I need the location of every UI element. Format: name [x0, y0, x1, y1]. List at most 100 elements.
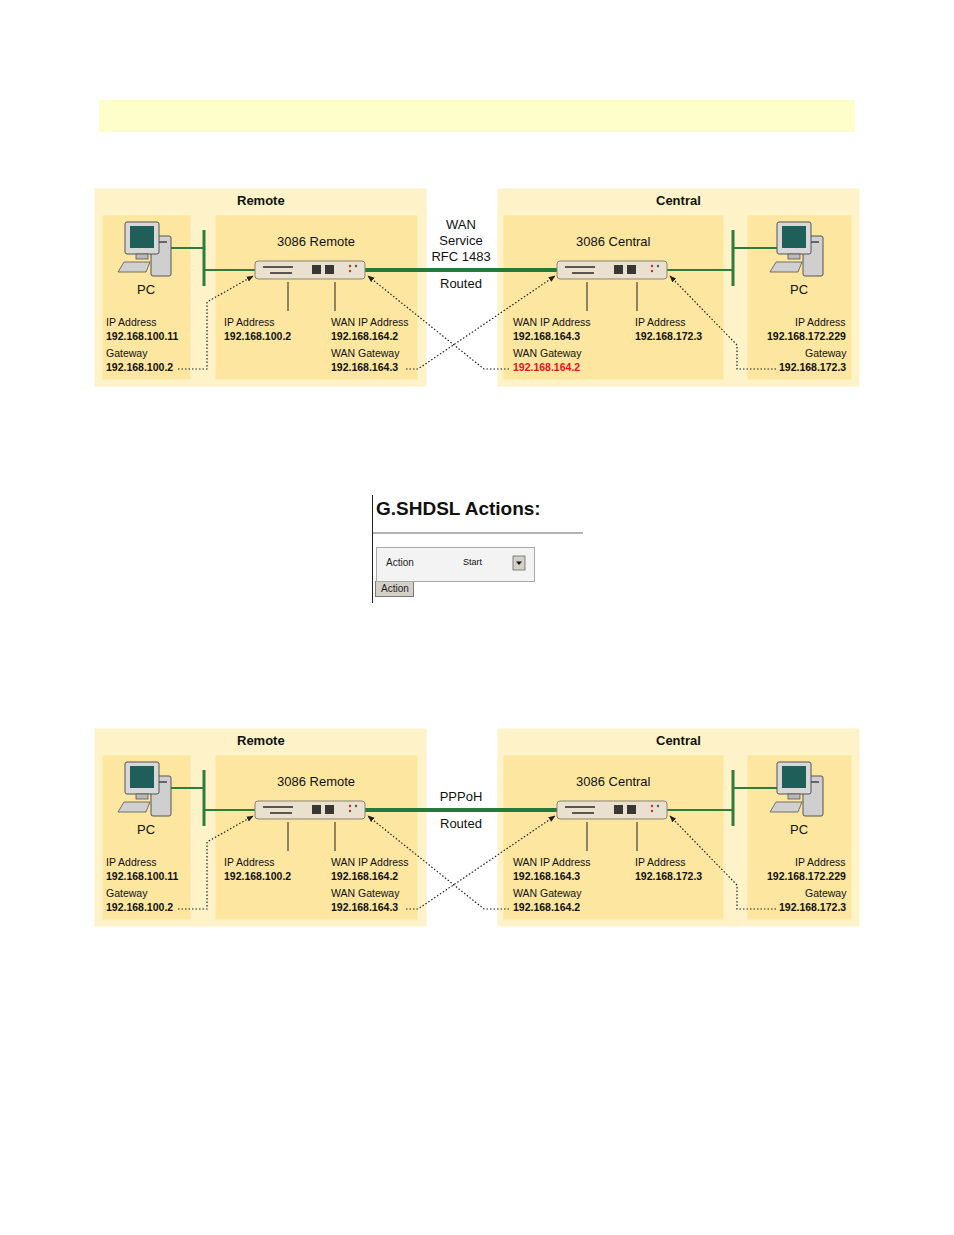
form-group	[377, 548, 535, 582]
pc-box: PCIP Address192.168.172.229Gateway192.16…	[747, 215, 852, 380]
link-label: PPPoH	[428, 789, 494, 805]
box-text: IP Address	[106, 316, 157, 329]
box-text: 192.168.172.3	[635, 870, 702, 883]
box-text: WAN IP Address	[331, 856, 409, 869]
box-fill	[504, 216, 724, 380]
wan-link	[418, 808, 503, 812]
box-title: G.SHDSL Actions:	[376, 497, 541, 520]
wan-wire	[502, 268, 557, 272]
box-text: Action	[386, 557, 414, 569]
box-text: WAN Gateway	[331, 887, 399, 900]
link-mode-label: Routed	[440, 816, 482, 832]
box-text: 192.168.164.2	[513, 901, 580, 914]
pc-box: PCIP Address192.168.172.229Gateway192.16…	[747, 755, 852, 920]
box-fill	[373, 496, 583, 603]
site-panel: Central3086 CentralWAN IP Address192.168…	[497, 728, 860, 927]
box-title: Central	[656, 733, 701, 749]
box-text: Gateway	[106, 347, 147, 360]
router-box: 3086 Remote IP Address192.168.100.2 WAN IP…	[215, 755, 418, 920]
box-text: 192.168.164.2	[513, 361, 580, 374]
pc-box: PCIP Address192.168.100.11Gateway192.168…	[102, 215, 191, 380]
box-title: 3086 Remote	[277, 774, 355, 790]
router-port	[325, 265, 334, 274]
box-text: 192.168.172.229	[767, 870, 846, 883]
site-panel: RemotePCIP Address192.168.100.11Gateway1…	[94, 728, 427, 927]
box-text: 192.168.100.2	[106, 901, 173, 914]
router-led	[355, 265, 357, 267]
box-title: 3086 Remote	[277, 234, 355, 250]
box-text: 192.168.172.3	[779, 901, 846, 914]
box-text: IP Address	[106, 856, 157, 869]
box-text: IP Address	[795, 316, 846, 329]
box-text: Gateway	[106, 887, 147, 900]
router-body	[255, 261, 365, 279]
box-fill	[498, 189, 860, 387]
pc-keyboard	[118, 262, 150, 272]
box-fill	[103, 216, 191, 380]
pc-box: PCIP Address192.168.100.11Gateway192.168…	[102, 755, 191, 920]
box-text: Start	[463, 557, 482, 568]
box-text: WAN IP Address	[513, 316, 591, 329]
pc-icon	[118, 222, 171, 276]
box-title: PC	[137, 282, 155, 298]
box-text: WAN IP Address	[513, 856, 591, 869]
pc-icon	[770, 222, 823, 276]
box-title: Remote	[237, 193, 285, 209]
box-title: 3086 Central	[576, 234, 650, 250]
box-text: Action	[381, 583, 409, 595]
box-fill	[748, 216, 852, 380]
select-box: Start	[458, 554, 527, 572]
box-text: 192.168.164.2	[331, 870, 398, 883]
wan-wire	[365, 268, 419, 272]
box-text: IP Address	[224, 316, 275, 329]
lan-wire	[171, 247, 204, 249]
router-slot	[263, 266, 293, 268]
lan-wire	[733, 247, 777, 249]
box-fill	[216, 756, 418, 920]
leader-line	[587, 282, 588, 311]
box-text: WAN IP Address	[331, 316, 409, 329]
box-text: IP Address	[635, 316, 686, 329]
connectors	[418, 270, 503, 810]
form-overlays	[513, 556, 525, 570]
box-text: 192.168.164.3	[513, 330, 580, 343]
box-text: IP Address	[224, 856, 275, 869]
note-bar	[99, 100, 855, 132]
box-text: 192.168.172.3	[635, 330, 702, 343]
dropdown-button	[513, 556, 525, 570]
box-text: 192.168.172.229	[767, 330, 846, 343]
router-box: 3086 Remote IP Address192.168.100.2 WAN IP…	[215, 215, 418, 380]
pc-stand	[136, 254, 148, 259]
wan-link	[418, 268, 503, 272]
gateway-pointers	[178, 276, 776, 369]
link-label: WAN Service RFC 1483	[428, 217, 494, 265]
network-illustration	[118, 762, 823, 909]
site-panel: Central3086 CentralWAN IP Address192.168…	[497, 188, 860, 387]
box-text: Gateway	[805, 887, 846, 900]
box-text: 192.168.100.2	[224, 330, 291, 343]
box-text: 192.168.164.3	[513, 870, 580, 883]
router-port	[312, 265, 321, 274]
leader-line	[288, 282, 289, 311]
box-fill	[498, 729, 860, 927]
pc-screen	[130, 226, 154, 248]
site-panel: RemotePCIP Address192.168.100.11Gateway1…	[94, 188, 427, 387]
box-title: Central	[656, 193, 701, 209]
box-text: WAN Gateway	[513, 887, 581, 900]
router-led	[349, 270, 351, 272]
box-text: 192.168.100.2	[224, 870, 291, 883]
box-text: Gateway	[805, 347, 846, 360]
box-title: PC	[790, 282, 808, 298]
lan-wire	[667, 269, 733, 271]
dropdown-arrow	[516, 562, 522, 566]
lan-wire	[204, 269, 255, 271]
router-box: 3086 CentralWAN IP Address192.168.164.3W…	[503, 215, 724, 380]
box-text: 192.168.100.2	[106, 361, 173, 374]
lan-bus	[732, 230, 735, 286]
link-mode-label: Routed	[440, 276, 482, 292]
box-fill	[216, 216, 418, 380]
leader-line	[335, 282, 336, 311]
box-fill	[504, 756, 724, 920]
